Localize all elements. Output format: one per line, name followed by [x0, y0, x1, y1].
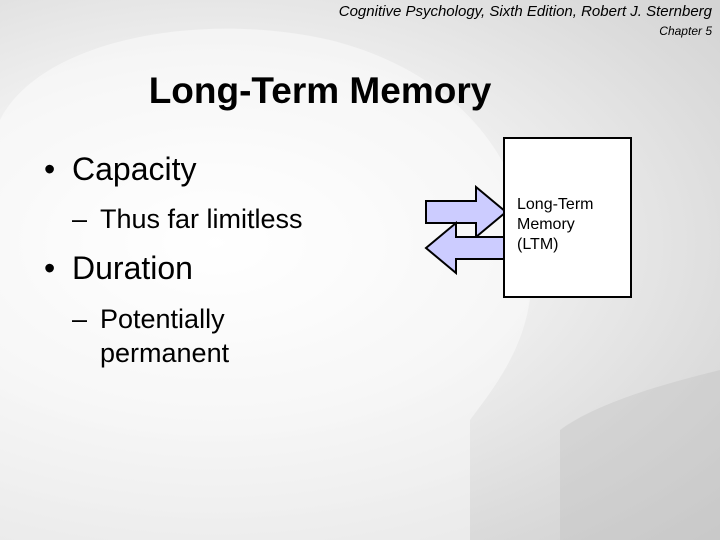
- bullet-dot: •: [44, 151, 56, 187]
- long-term-memory-box: Long-Term Memory (LTM): [503, 137, 632, 298]
- bullet-label: Capacity: [72, 151, 197, 187]
- ltm-label-line1: Long-Term: [517, 196, 594, 213]
- bullet-label: Duration: [72, 250, 193, 286]
- bullet-capacity: • Capacity: [44, 151, 197, 188]
- sub-bullet-dash: –: [72, 204, 88, 234]
- sub-bullet-line1: Potentially: [100, 304, 225, 334]
- sub-bullet-duration: –Potentially permanent: [72, 302, 312, 370]
- chapter-label: Chapter 5: [659, 24, 712, 38]
- arrow-right-icon: [425, 185, 508, 240]
- ltm-label-line3: (LTM): [517, 236, 559, 253]
- source-citation: Cognitive Psychology, Sixth Edition, Rob…: [338, 3, 712, 20]
- bullet-dot: •: [44, 250, 56, 286]
- slide-title: Long-Term Memory: [148, 70, 492, 111]
- ltm-label-line2: Memory: [517, 216, 575, 233]
- sub-bullet-label: Thus far limitless: [100, 204, 303, 234]
- bullet-duration: • Duration: [44, 250, 193, 287]
- memory-transfer-arrows: [424, 185, 508, 276]
- ltm-label: Long-Term Memory (LTM): [517, 195, 593, 255]
- arrow-left-icon: [424, 220, 507, 276]
- sub-bullet-capacity: –Thus far limitless: [72, 204, 303, 235]
- sub-bullet-line2: permanent: [100, 338, 230, 368]
- sub-bullet-dash: –: [72, 304, 88, 334]
